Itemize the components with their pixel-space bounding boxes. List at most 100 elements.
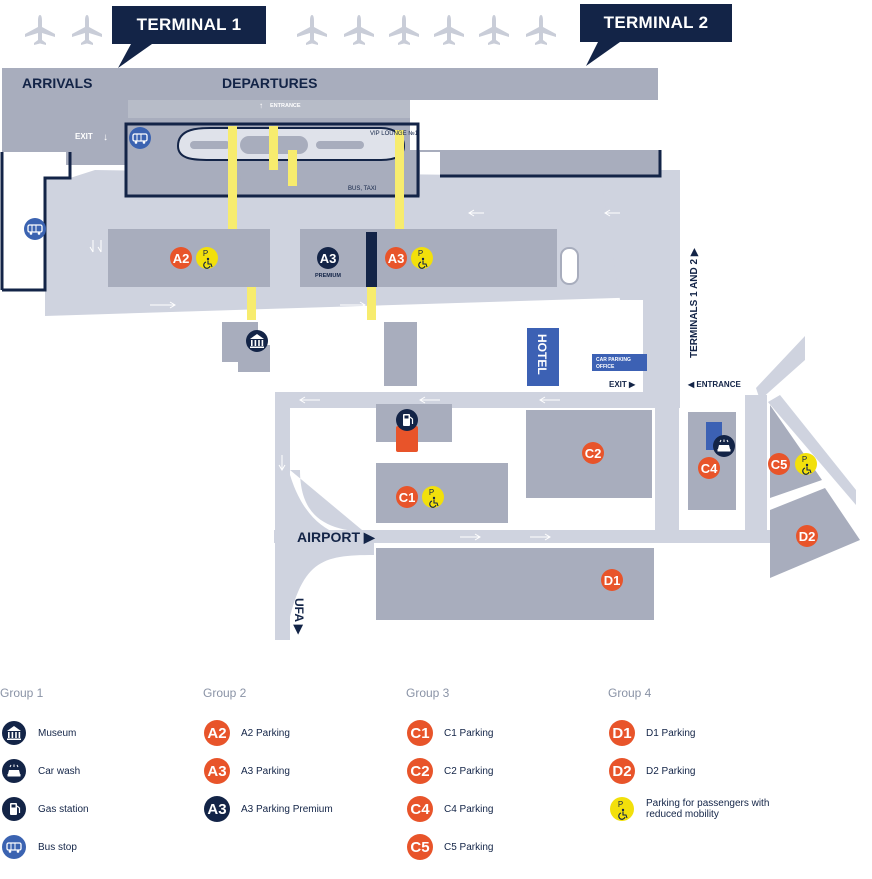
plane-icon: [434, 15, 464, 45]
terminal-1-label: TERMINAL 1: [112, 6, 266, 68]
airport-parking-map: P: [0, 4, 860, 640]
svg-text:C2: C2: [410, 763, 429, 780]
wheelchair-icon: [794, 452, 818, 476]
wheelchair-icon: [195, 246, 219, 270]
premium-stripe: [366, 232, 377, 287]
svg-text:A3: A3: [207, 801, 226, 818]
departures-label: DEPARTURES: [222, 75, 317, 91]
terminal-2-label: TERMINAL 2: [580, 4, 732, 66]
plane-icon: [297, 15, 327, 45]
terminals-road-label: TERMINALS 1 AND 2 ▶: [689, 247, 700, 358]
parking-badge-c5: C5: [768, 453, 790, 475]
parking-badge-a3-premium: A3: [317, 247, 339, 269]
legend-item: A3 A3 Parking Premium: [203, 790, 403, 828]
svg-text:HOTEL: HOTEL: [535, 334, 549, 375]
plane-icon: [25, 15, 55, 45]
svg-text:D2: D2: [612, 763, 631, 780]
parking-badge-d2: D2: [796, 525, 818, 547]
bus-icon: [0, 833, 28, 861]
parking-badge-d1: D1: [601, 569, 623, 591]
legend-item: Car wash: [0, 752, 200, 790]
legend-item-label: Parking for passengers with reduced mobi…: [646, 798, 770, 820]
legend-item-label: Museum: [38, 727, 77, 739]
entrance-right-label: ENTRANCE: [551, 135, 596, 144]
svg-text:C2: C2: [585, 446, 602, 461]
ufa-road-label: UFA ▶: [292, 598, 306, 635]
gas-station-building: [396, 426, 418, 452]
gas-station-icon: [395, 408, 419, 432]
svg-text:A3: A3: [207, 763, 226, 780]
legend-item-label: A3 Parking Premium: [241, 803, 333, 815]
legend-item-label: A3 Parking: [241, 765, 290, 777]
parking-badge-a3: A3: [385, 247, 407, 269]
svg-text:CAR PARKING: CAR PARKING: [596, 357, 631, 363]
car-wash-icon: [712, 434, 736, 458]
parking-badge: C2: [406, 757, 434, 785]
bus-icon: [128, 126, 152, 150]
premium-label: PREMIUM: [315, 273, 341, 279]
legend-item: Gas station: [0, 790, 200, 828]
exit-right-label: EXIT: [472, 135, 490, 144]
wheelchair-icon: P: [608, 795, 636, 823]
legend-group-title: Group 3: [406, 686, 450, 700]
entrance-bottom-label: ◀ ENTRANCE: [687, 380, 741, 389]
museum-icon: [0, 719, 28, 747]
legend-item-label: D1 Parking: [646, 727, 696, 739]
parking-badge: C1: [406, 719, 434, 747]
plane-icon: [72, 15, 102, 45]
legend-item: C4 C4 Parking: [406, 790, 606, 828]
svg-text:D1: D1: [604, 573, 621, 588]
legend-item: D2 D2 Parking: [608, 752, 808, 790]
parking-badge: A3: [203, 757, 231, 785]
legend-item-label: Car wash: [38, 765, 81, 777]
svg-text:OFFICE: OFFICE: [596, 364, 615, 370]
svg-text:D1: D1: [612, 725, 631, 742]
parking-badge-c2: C2: [582, 442, 604, 464]
legend-item: Museum: [0, 714, 200, 752]
legend-item: C2 C2 Parking: [406, 752, 606, 790]
museum-icon: [246, 330, 268, 352]
bus-taxi-label: BUS, TAXI: [348, 186, 377, 192]
entrance-small-label: ENTRANCE: [270, 103, 301, 109]
svg-text:TERMINAL 2: TERMINAL 2: [604, 13, 709, 32]
plane-icon: [526, 15, 556, 45]
exit-left-label: EXIT: [75, 132, 93, 141]
exit-left-arrow: ↓: [103, 132, 108, 143]
entrance-right-arrow: ↑: [536, 135, 541, 146]
lot-small: [384, 322, 417, 386]
svg-text:P: P: [618, 800, 623, 809]
parking-badge: C4: [406, 795, 434, 823]
legend-item-label: C1 Parking: [444, 727, 494, 739]
legend-item-label: Gas station: [38, 803, 89, 815]
parking-badge: C5: [406, 833, 434, 861]
exit-bottom-label: EXIT ▶: [609, 380, 636, 389]
hotel-building: HOTEL: [527, 328, 559, 386]
legend-group-title: Group 2: [203, 686, 247, 700]
arrivals-label: ARRIVALS: [22, 75, 93, 91]
svg-text:C1: C1: [399, 490, 416, 505]
parking-badge: A2: [203, 719, 231, 747]
svg-text:C1: C1: [410, 725, 429, 742]
parking-badge-c4: C4: [698, 457, 720, 479]
legend-item-label: C2 Parking: [444, 765, 494, 777]
plane-icon: [389, 15, 419, 45]
airport-road-label: AIRPORT ▶: [297, 529, 376, 545]
bus-icon: [23, 217, 47, 241]
svg-text:C5: C5: [771, 457, 788, 472]
plane-icon: [479, 15, 509, 45]
wheelchair-icon: [421, 485, 445, 509]
car-wash-icon: [0, 757, 28, 785]
wheelchair-icon: [410, 246, 434, 270]
legend-item-label: D2 Parking: [646, 765, 696, 777]
svg-text:D2: D2: [799, 529, 816, 544]
legend-item-label: C4 Parking: [444, 803, 494, 815]
legend-item: A3 A3 Parking: [203, 752, 403, 790]
svg-text:C5: C5: [410, 839, 429, 856]
lot-c5: [770, 405, 822, 498]
